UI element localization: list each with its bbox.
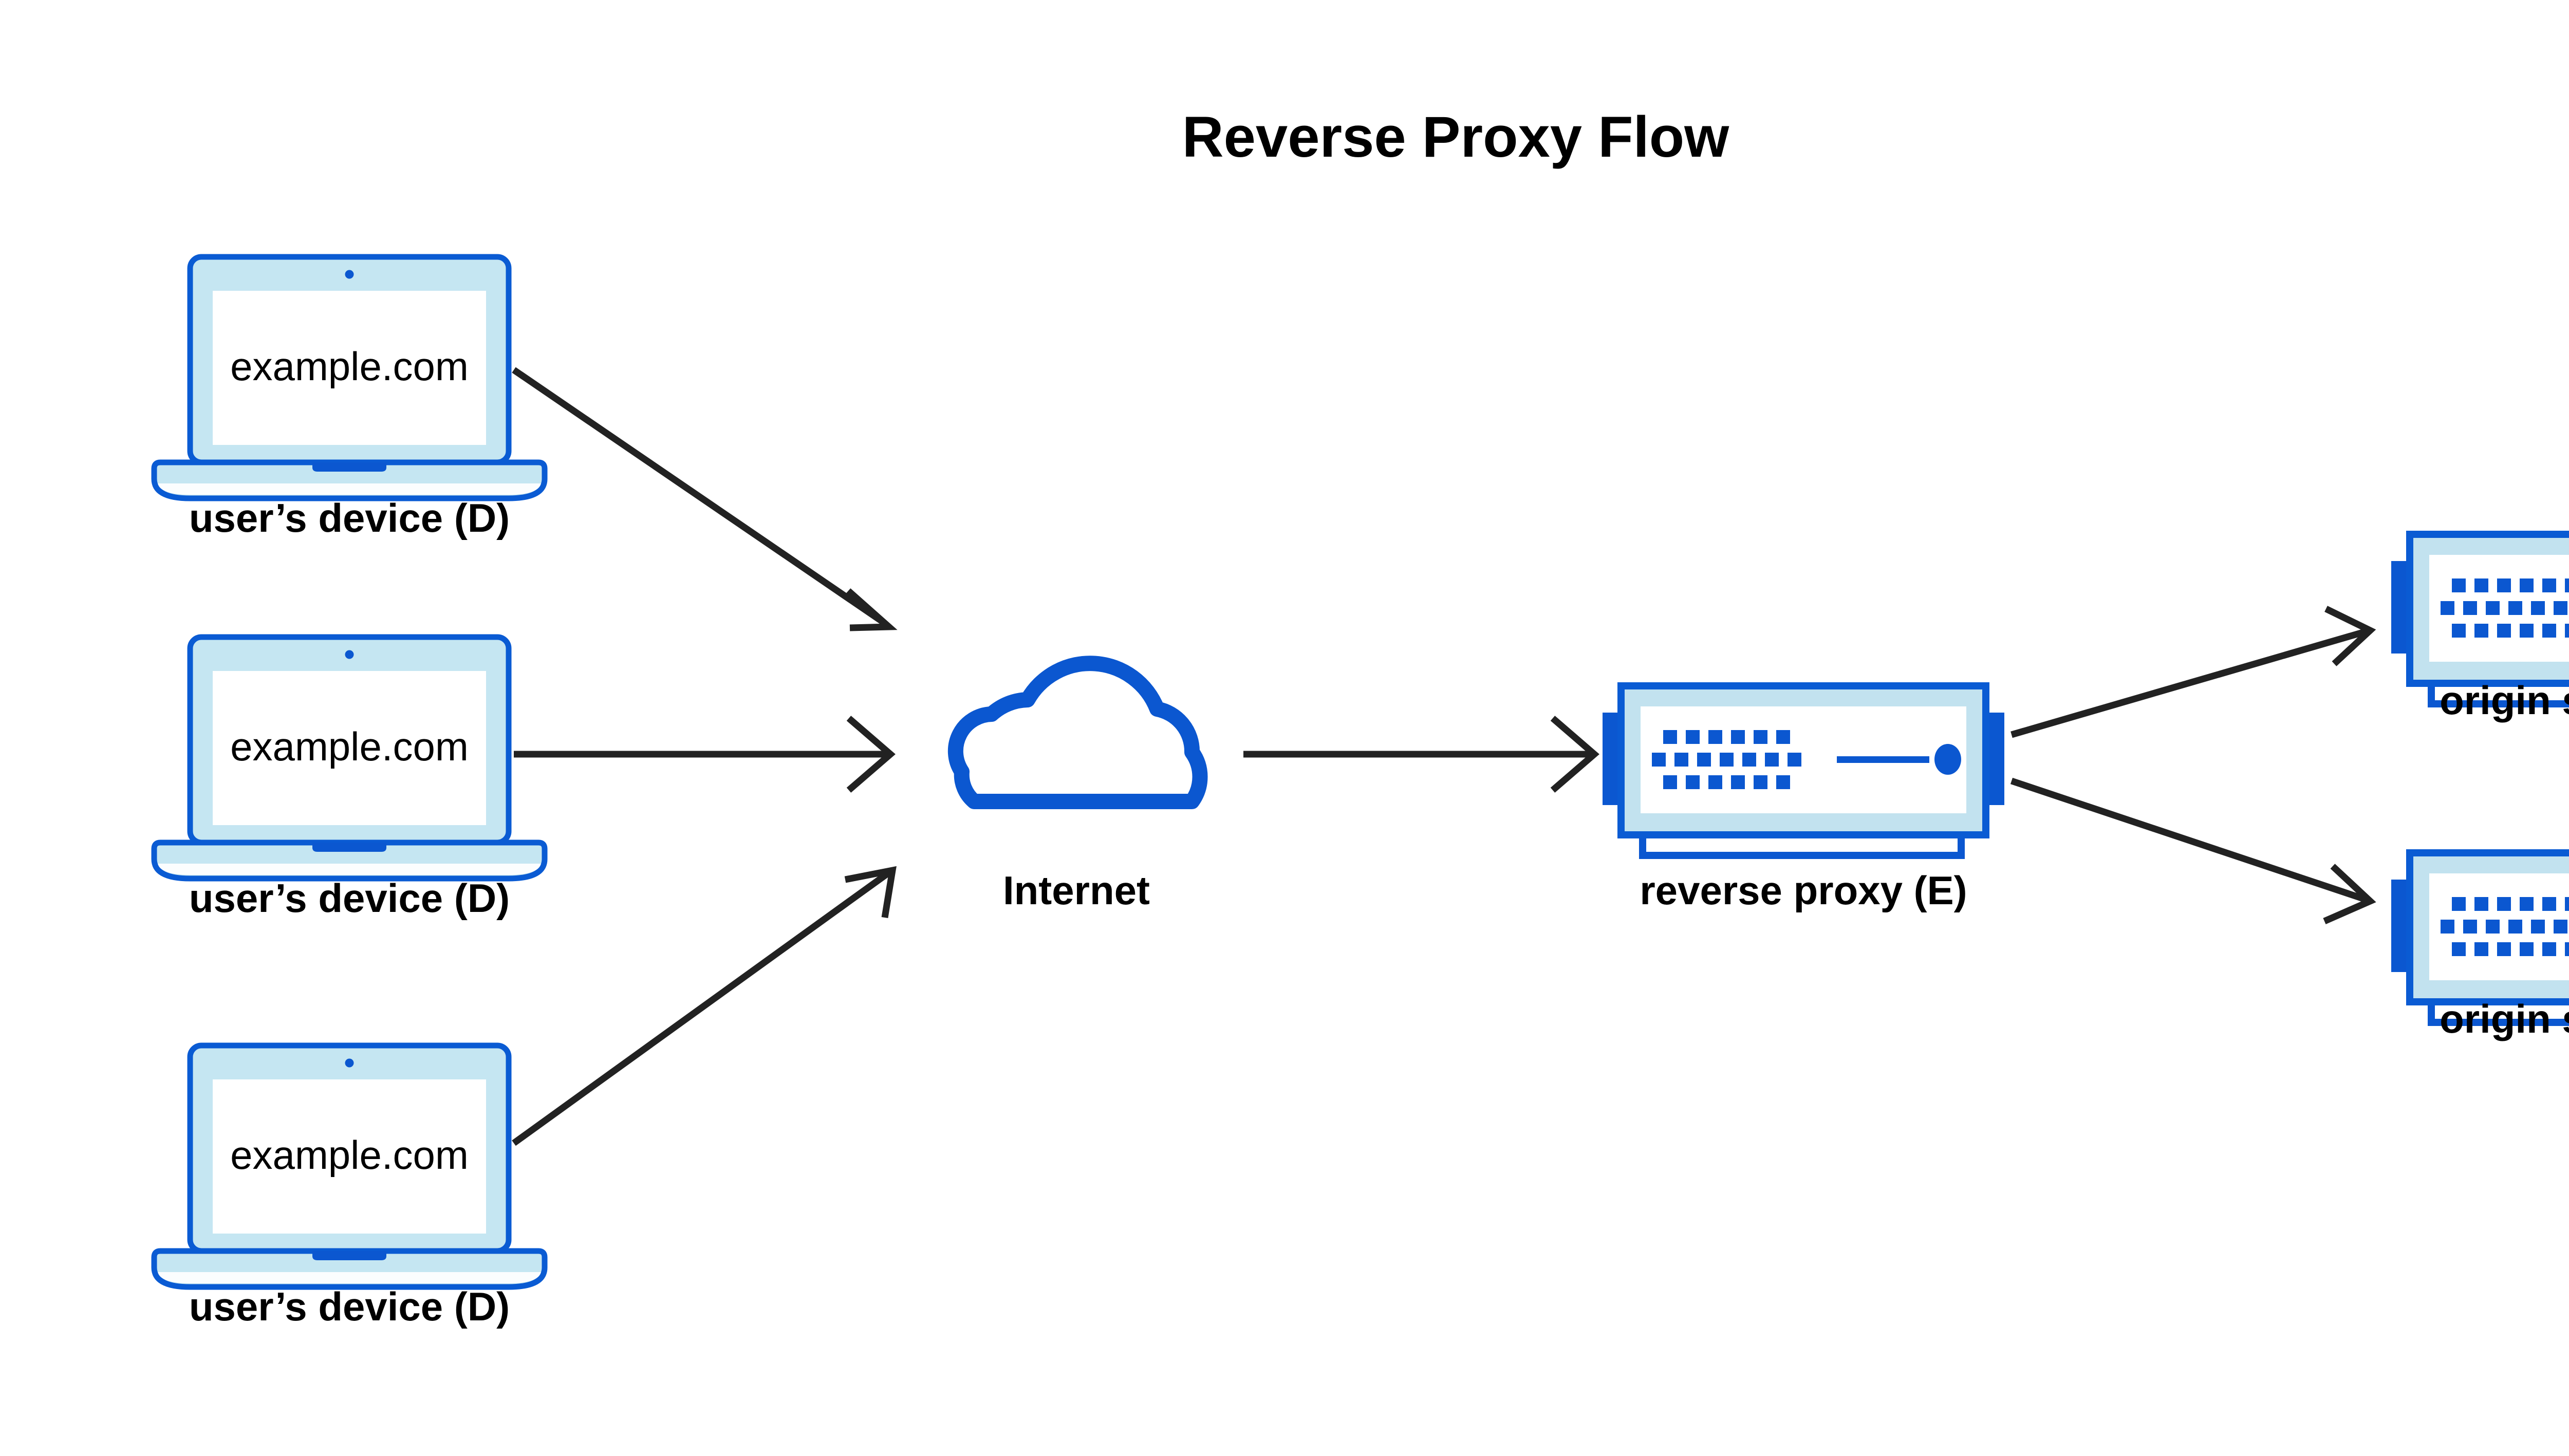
- device-2-caption: user’s device (D): [189, 875, 510, 921]
- cloud-icon: [956, 663, 1200, 801]
- reverse-proxy-caption: reverse proxy (E): [1640, 868, 1967, 913]
- node-origin-server-1[interactable]: origin server (F): [2391, 534, 2569, 723]
- node-internet[interactable]: Internet: [956, 663, 1200, 913]
- edge-device2-internet: [514, 716, 896, 793]
- node-user-device-1[interactable]: example.com user’s device (D): [154, 257, 545, 540]
- node-origin-server-2[interactable]: origin server (F): [2391, 853, 2569, 1041]
- edge-device3-internet: [512, 866, 897, 1146]
- edge-proxy-origin2: [2010, 777, 2376, 924]
- internet-caption: Internet: [1003, 868, 1150, 913]
- page-title: Reverse Proxy Flow: [1182, 105, 1729, 169]
- node-user-device-2[interactable]: example.com user’s device (D): [154, 637, 545, 921]
- device-3-caption: user’s device (D): [189, 1284, 510, 1329]
- server-icon: [1603, 686, 2004, 855]
- node-user-device-3[interactable]: example.com user’s device (D): [154, 1046, 545, 1329]
- edge-internet-proxy: [1243, 716, 1599, 793]
- device-1-screen-text: example.com: [230, 344, 469, 389]
- device-2-screen-text: example.com: [230, 724, 469, 769]
- edge-device1-internet: [512, 367, 898, 631]
- origin-server-2-caption: origin server (F): [2440, 996, 2569, 1041]
- device-3-screen-text: example.com: [230, 1132, 469, 1178]
- origin-server-1-caption: origin server (F): [2440, 678, 2569, 723]
- device-1-caption: user’s device (D): [189, 495, 510, 540]
- edge-proxy-origin1: [2010, 606, 2376, 738]
- node-reverse-proxy[interactable]: reverse proxy (E): [1603, 686, 2004, 913]
